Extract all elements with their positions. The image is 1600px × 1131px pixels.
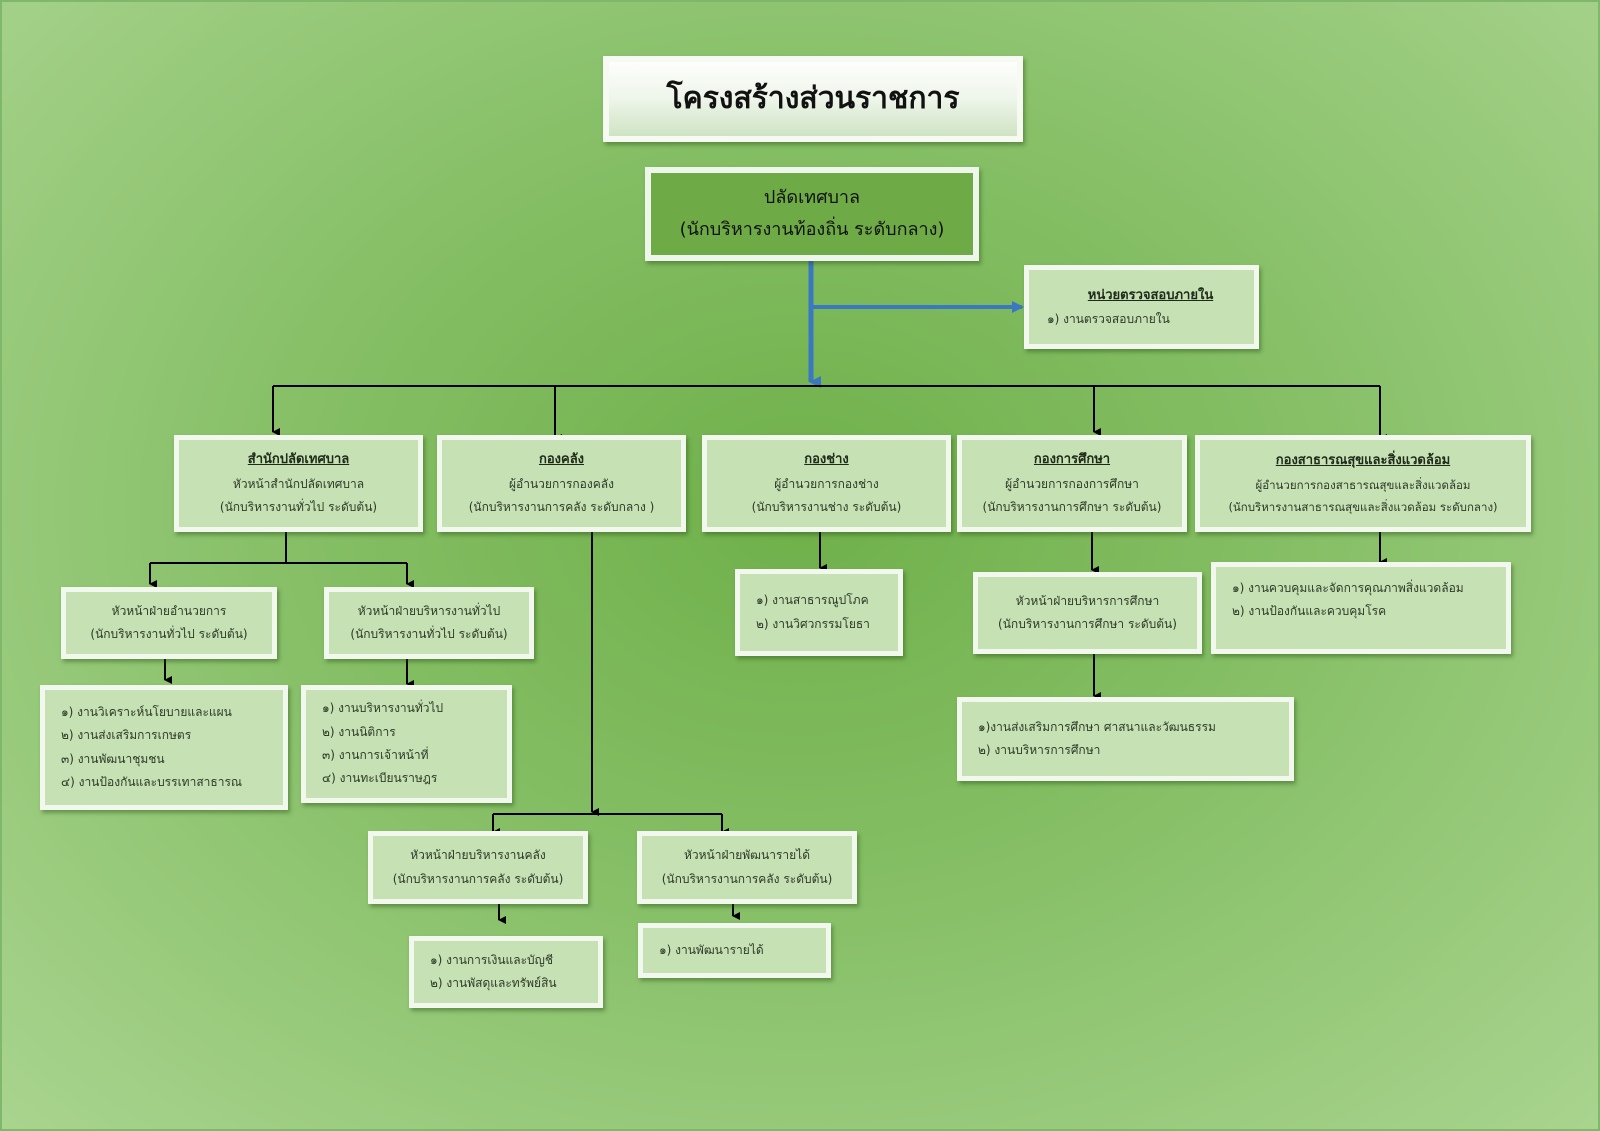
section-node-education-admin: หัวหน้าฝ่ายบริหารการศึกษา (นักบริหารงานก… xyxy=(973,572,1202,654)
division-title: กองการศึกษา xyxy=(1033,452,1111,468)
section-node-revenue-development: หัวหน้าฝ่ายพัฒนารายได้ (นักบริหารงานการค… xyxy=(637,831,857,904)
task-list-engineering: ๑) งานสาธารณูปโภค ๒) งานวิศวกรรมโยธา xyxy=(735,569,903,656)
section-level: (นักบริหารงานการคลัง ระดับต้น) xyxy=(392,871,564,886)
division-head: ผู้อำนวยการกองการศึกษา xyxy=(1005,476,1139,491)
task-item: ๔) งานทะเบียนราษฎร xyxy=(322,771,438,786)
section-head: หัวหน้าฝ่ายพัฒนารายได้ xyxy=(683,848,811,863)
section-node-general-admin: หัวหน้าฝ่ายบริหารงานทั่วไป (นักบริหารงาน… xyxy=(324,587,534,659)
division-level: (นักบริหารงานการศึกษา ระดับต้น) xyxy=(982,500,1162,515)
task-list-education: ๑)งานส่งเสริมการศึกษา ศาสนาและวัฒนธรรม ๒… xyxy=(957,697,1294,781)
section-head: หัวหน้าฝ่ายบริหารงานคลัง xyxy=(410,848,546,863)
division-title: กองช่าง xyxy=(804,452,849,468)
task-list-public-health: ๑) งานควบคุมและจัดการคุณภาพสิ่งแวดล้อม ๒… xyxy=(1211,562,1511,654)
division-head: หัวหน้าสำนักปลัดเทศบาล xyxy=(232,476,365,491)
division-head: ผู้อำนวยการกองคลัง xyxy=(509,476,614,491)
task-item: ๑)งานส่งเสริมการศึกษา ศาสนาและวัฒนธรรม xyxy=(978,719,1216,734)
task-list-general-admin: ๑) งานบริหารงานทั่วไป ๒) งานนิติการ ๓) ง… xyxy=(301,685,512,803)
section-head: หัวหน้าฝ่ายบริหารงานทั่วไป xyxy=(357,603,501,618)
task-item: ๒) งานป้องกันและควบคุมโรค xyxy=(1232,604,1387,619)
division-node-education: กองการศึกษา ผู้อำนวยการกองการศึกษา (นักบ… xyxy=(957,435,1187,532)
division-node-finance: กองคลัง ผู้อำนวยการกองคลัง (นักบริหารงาน… xyxy=(437,435,686,532)
division-head: ผู้อำนวยการกองช่าง xyxy=(774,476,879,491)
task-list-finance-admin: ๑) งานการเงินและบัญชี ๒) งานพัสดุและทรัพ… xyxy=(409,936,603,1008)
division-node-public-health: กองสาธารณสุขและสิ่งแวดล้อม ผู้อำนวยการกอ… xyxy=(1195,435,1531,532)
internal-audit-item: ๑) งานตรวจสอบภายใน xyxy=(1047,311,1170,326)
internal-audit-node: หน่วยตรวจสอบภายใน ๑) งานตรวจสอบภายใน xyxy=(1024,265,1259,349)
section-head: หัวหน้าฝ่ายบริหารการศึกษา xyxy=(1015,593,1160,608)
division-title: สำนักปลัดเทศบาล xyxy=(247,452,350,468)
task-item: ๑) งานควบคุมและจัดการคุณภาพสิ่งแวดล้อม xyxy=(1232,581,1464,595)
root-node-mayor-clerk: ปลัดเทศบาล (นักบริหารงานท้องถิ่น ระดับกล… xyxy=(645,167,979,261)
task-item: ๑) งานวิเคราะห์นโยบายและแผน xyxy=(61,704,232,719)
task-item: ๔) งานป้องกันและบรรเทาสาธารณ xyxy=(61,774,243,789)
section-node-administration: หัวหน้าฝ่ายอำนวยการ (นักบริหารงานทั่วไป … xyxy=(61,587,277,659)
division-title: กองสาธารณสุขและสิ่งแวดล้อม xyxy=(1275,453,1451,469)
division-title: กองคลัง xyxy=(538,452,585,468)
page-title: โครงสร้างส่วนราชการ xyxy=(603,56,1023,142)
section-level: (นักบริหารงานการคลัง ระดับต้น) xyxy=(661,871,833,886)
division-level: (นักบริหารงานสาธารณสุขและสิ่งแวดล้อม ระด… xyxy=(1228,500,1498,515)
section-head: หัวหน้าฝ่ายอำนวยการ xyxy=(111,603,227,618)
root-node-title: ปลัดเทศบาล xyxy=(763,186,861,208)
task-item: ๒) งานบริหารการศึกษา xyxy=(978,743,1101,757)
section-node-finance-admin: หัวหน้าฝ่ายบริหารงานคลัง (นักบริหารงานกา… xyxy=(368,831,588,904)
task-list-revenue-development: ๑) งานพัฒนารายได้ xyxy=(638,923,831,978)
page-title-text: โครงสร้างส่วนราชการ xyxy=(666,80,960,116)
task-item: ๑) งานสาธารณูปโภค xyxy=(756,593,869,608)
task-item: ๑) งานการเงินและบัญชี xyxy=(430,952,554,967)
task-item: ๑) งานพัฒนารายได้ xyxy=(659,942,764,957)
root-node-subtitle: (นักบริหารงานท้องถิ่น ระดับกลาง) xyxy=(679,219,945,240)
division-head: ผู้อำนวยการกองสาธารณสุขและสิ่งแวดล้อม xyxy=(1255,477,1471,492)
task-item: ๒) งานวิศวกรรมโยธา xyxy=(756,616,870,631)
section-level: (นักบริหารงานทั่วไป ระดับต้น) xyxy=(90,627,248,641)
division-level: (นักบริหารงานทั่วไป ระดับต้น) xyxy=(219,500,378,515)
division-node-engineering: กองช่าง ผู้อำนวยการกองช่าง (นักบริหารงาน… xyxy=(702,435,951,532)
task-item: ๑) งานบริหารงานทั่วไป xyxy=(322,701,444,716)
task-item: ๓) งานการเจ้าหน้าที่ xyxy=(322,748,429,762)
section-level: (นักบริหารงานทั่วไป ระดับต้น) xyxy=(350,627,508,641)
internal-audit-title: หน่วยตรวจสอบภายใน xyxy=(1087,287,1214,303)
task-item: ๒) งานนิติการ xyxy=(322,724,396,739)
section-level: (นักบริหารงานการศึกษา ระดับต้น) xyxy=(998,617,1177,631)
division-node-office-of-clerk: สำนักปลัดเทศบาล หัวหน้าสำนักปลัดเทศบาล (… xyxy=(174,435,423,532)
task-item: ๓) งานพัฒนาชุมชน xyxy=(61,751,165,766)
task-list-administration: ๑) งานวิเคราะห์นโยบายและแผน ๒) งานส่งเสร… xyxy=(40,685,288,810)
division-level: (นักบริหารงานการคลัง ระดับกลาง ) xyxy=(468,500,655,515)
task-item: ๒) งานส่งเสริมการเกษตร xyxy=(61,728,192,743)
division-level: (นักบริหารงานช่าง ระดับต้น) xyxy=(751,500,902,515)
task-item: ๒) งานพัสดุและทรัพย์สิน xyxy=(430,976,557,990)
